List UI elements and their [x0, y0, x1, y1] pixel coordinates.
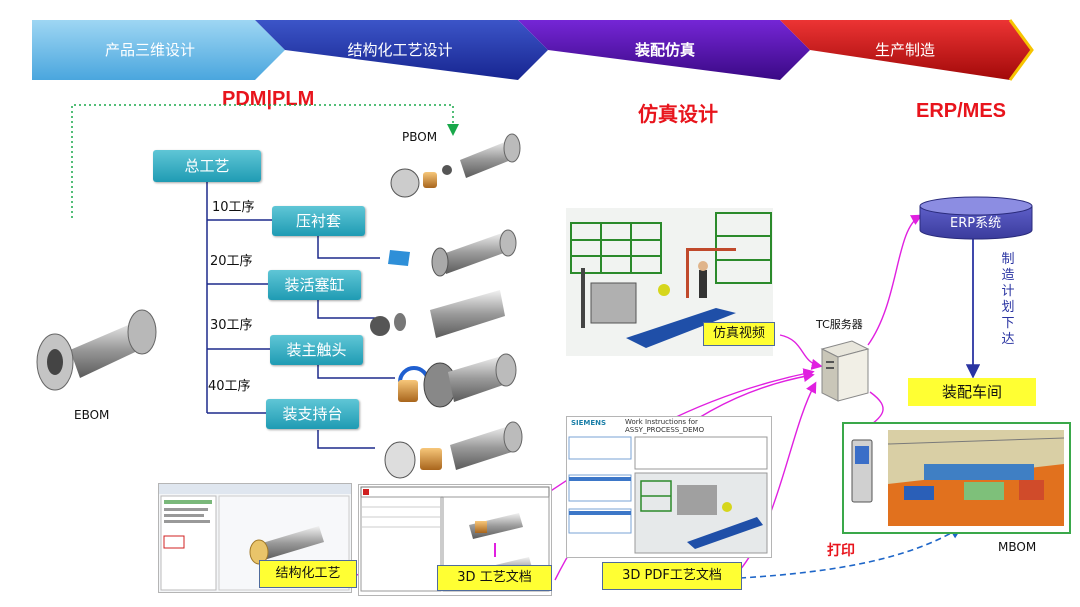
pdf-doc-3d-label[interactable]: 3D PDF工艺文档: [602, 562, 742, 590]
step-10-number: 10工序: [212, 200, 255, 215]
ebom-assembly-image: [36, 309, 157, 391]
step-20-parts-image: [370, 290, 505, 338]
step-40-number: 40工序: [208, 379, 251, 394]
sim-video-label[interactable]: 仿真视频: [703, 322, 775, 346]
pdm-plm-dotted-path: [71, 104, 459, 218]
workshop-label: 装配车间: [908, 378, 1036, 406]
siemens-logo: SIEMENS: [571, 419, 607, 427]
pbom-label: PBOM: [402, 130, 438, 144]
work-instructions-screenshot: SIEMENS Work Instructions for ASSY_PROCE…: [566, 416, 772, 558]
sim-design-heading: 仿真设计: [638, 104, 718, 126]
step-30-box[interactable]: 装主触头: [270, 335, 363, 365]
banner-step-3-arrow: [518, 20, 810, 80]
print-dashed-arrow: [739, 526, 963, 579]
structured-process-label[interactable]: 结构化工艺: [259, 560, 357, 588]
tc-server-label: TC服务器: [816, 318, 863, 331]
plan-dispatch-label: 制造计划下达: [1001, 252, 1015, 347]
work-instructions-title: Work Instructions for ASSY_PROCESS_DEMO: [625, 418, 705, 434]
banner-step-4-arrow: [780, 20, 1032, 80]
process-doc-3d-label[interactable]: 3D 工艺文档: [437, 565, 552, 591]
erp-mes-heading: ERP/MES: [916, 100, 1007, 122]
print-label: 打印: [827, 543, 855, 559]
erp-system-label: ERP系统: [950, 216, 1002, 231]
server-icon: [820, 340, 870, 402]
flow-server-to-erp: [867, 214, 923, 346]
banner-step-3-label: 装配仿真: [634, 41, 695, 59]
mbom-workshop-panel: [842, 422, 1071, 534]
process-banner: 产品三维设计 结构化工艺设计 装配仿真 生产制造: [32, 19, 1034, 81]
step-40-parts-image: [384, 421, 523, 479]
banner-step-2-label: 结构化工艺设计: [347, 41, 452, 59]
banner-step-4-label: 生产制造: [875, 41, 935, 59]
step-10-parts-image: [388, 229, 517, 277]
erp-cylinder: [919, 196, 1033, 240]
banner-step-1-label: 产品三维设计: [105, 41, 195, 59]
pbom-image: [390, 133, 521, 198]
root-process-box[interactable]: 总工艺: [153, 150, 261, 182]
ebom-label: EBOM: [74, 408, 110, 422]
mbom-label: MBOM: [998, 540, 1037, 554]
step-40-box[interactable]: 装支持台: [266, 399, 359, 429]
step-20-box[interactable]: 装活塞缸: [268, 270, 361, 300]
banner-step-1-arrow: [32, 20, 285, 80]
step-30-parts-image: [398, 353, 517, 408]
banner-step-2-arrow: [255, 20, 548, 80]
flow-video-to-server: [779, 334, 823, 370]
step-10-box[interactable]: 压衬套: [272, 206, 365, 236]
step-20-number: 20工序: [210, 254, 253, 269]
step-30-number: 30工序: [210, 318, 253, 333]
